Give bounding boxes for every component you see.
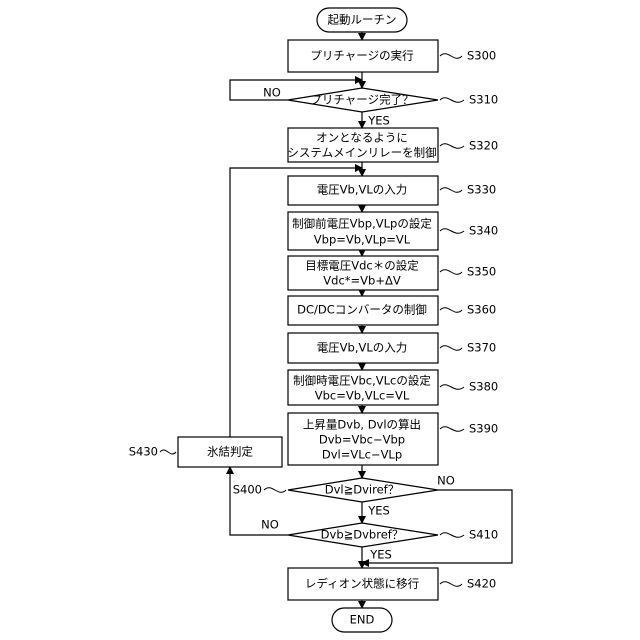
step-text-line: Vdc*=Vb+ΔV xyxy=(323,274,401,288)
step-s380: 制御時電圧Vbc,VLcの設定 Vbc=Vb,VLc=VL S380 xyxy=(288,370,498,405)
step-id-leader xyxy=(160,450,176,454)
step-id-label: S310 xyxy=(469,93,498,107)
step-s340: 制御前電圧Vbp,VLpの設定 Vbp=Vb,VLp=VL S340 xyxy=(288,212,498,250)
decision-s410: Dvb≧Dvbref？ S410 NO YES xyxy=(261,518,498,562)
step-id-label: S370 xyxy=(467,341,496,355)
step-id-label: S410 xyxy=(469,528,498,542)
step-id-leader xyxy=(440,346,462,351)
step-text-line: オンとなるように xyxy=(316,131,408,145)
step-id-label: S430 xyxy=(129,445,158,459)
end-terminal: END xyxy=(332,608,392,632)
step-id-label: S360 xyxy=(467,303,496,317)
step-id-leader xyxy=(440,427,464,432)
step-id-leader xyxy=(440,582,462,587)
step-s300: プリチャージの実行 S300 xyxy=(288,40,496,72)
start-label: 起動ルーチン xyxy=(328,13,397,27)
step-id-leader xyxy=(440,98,464,103)
step-id-leader xyxy=(264,488,286,493)
step-id-label: S300 xyxy=(467,49,496,63)
step-s430: 氷結判定 S430 xyxy=(129,437,282,467)
step-id-leader xyxy=(440,188,462,193)
step-id-label: S340 xyxy=(469,224,498,238)
step-id-leader xyxy=(440,270,462,275)
step-id-label: S420 xyxy=(467,577,496,591)
yes-label: YES xyxy=(369,548,392,562)
no-label: NO xyxy=(437,474,455,488)
step-id-label: S380 xyxy=(469,380,498,394)
step-id-leader xyxy=(440,308,462,313)
s410-no-branch xyxy=(230,467,288,535)
decision-text: プリチャージ完了？ xyxy=(310,93,413,107)
step-id-label: S400 xyxy=(233,483,262,497)
step-id-leader xyxy=(440,54,462,59)
yes-label: YES xyxy=(367,114,390,128)
step-s350: 目標電圧Vdc＊の設定 Vdc*=Vb+ΔV S350 xyxy=(288,256,496,290)
step-s330: 電圧Vb,VLの入力 S330 xyxy=(288,176,496,205)
step-text: プリチャージの実行 xyxy=(310,49,413,63)
step-text-line: Vbc=Vb,VLc=VL xyxy=(315,389,410,403)
step-s390: 上昇量Dvb, Dvlの算出 Dvb=Vbc−Vbp Dvl=VLc−VLp S… xyxy=(288,413,498,465)
step-id-label: S330 xyxy=(467,183,496,197)
step-s360: DC/DCコンバータの制御 S360 xyxy=(288,296,496,325)
step-text-line: 制御時電圧Vbc,VLcの設定 xyxy=(293,374,431,388)
step-text: 電圧Vb,VLの入力 xyxy=(317,341,408,355)
step-id-leader xyxy=(440,533,464,538)
yes-label: YES xyxy=(367,504,390,518)
end-label: END xyxy=(350,613,375,627)
step-id-leader xyxy=(440,385,464,390)
step-text-line: 目標電圧Vdc＊の設定 xyxy=(305,259,419,273)
step-text: DC/DCコンバータの制御 xyxy=(297,303,427,317)
decision-s400: Dvl≧Dviref？ S400 NO YES xyxy=(233,474,455,518)
step-text-line: 上昇量Dvb, Dvlの算出 xyxy=(303,418,421,432)
step-text-line: Dvl=VLc−VLp xyxy=(322,448,402,462)
step-id-leader xyxy=(440,229,464,234)
step-s320: オンとなるように システムメインリレーを制御 S320 xyxy=(287,128,498,162)
step-text-line: Dvb=Vbc−Vbp xyxy=(319,433,405,447)
step-text: 電圧Vb,VLの入力 xyxy=(317,183,408,197)
step-text-line: システムメインリレーを制御 xyxy=(287,146,436,160)
step-text: レディオン状態に移行 xyxy=(305,577,419,591)
step-id-label: S350 xyxy=(467,265,496,279)
step-id-leader xyxy=(440,144,464,149)
decision-text: Dvl≧Dviref？ xyxy=(325,483,399,497)
decision-text: Dvb≧Dvbref？ xyxy=(321,528,404,542)
start-terminal: 起動ルーチン xyxy=(317,8,407,32)
step-id-label: S320 xyxy=(469,139,498,153)
step-text-line: 制御前電圧Vbp,VLpの設定 xyxy=(292,217,432,231)
no-label: NO xyxy=(263,86,281,100)
no-label: NO xyxy=(261,518,279,532)
step-text-line: Vbp=Vb,VLp=VL xyxy=(314,233,411,247)
decision-s310: プリチャージ完了？ S310 NO YES xyxy=(263,86,498,128)
step-s370: 電圧Vb,VLの入力 S370 xyxy=(288,333,496,363)
step-s420: レディオン状態に移行 S420 xyxy=(288,568,496,600)
step-id-label: S390 xyxy=(469,422,498,436)
step-text: 氷結判定 xyxy=(207,445,253,459)
